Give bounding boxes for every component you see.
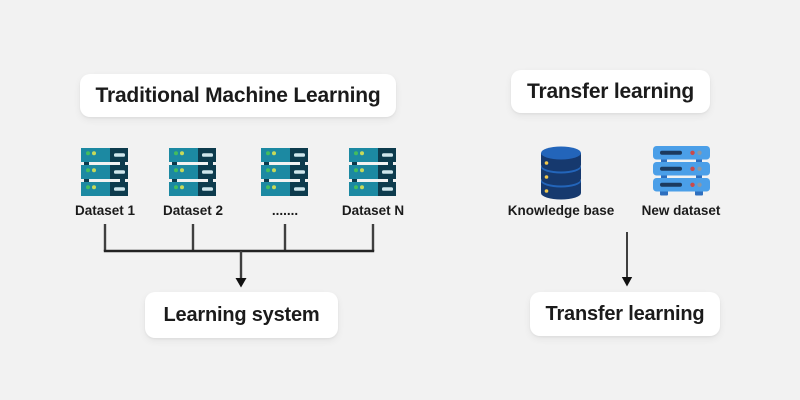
server-stack-icon xyxy=(261,148,308,196)
dataset-1-label: Dataset 1 xyxy=(74,203,136,218)
database-icon xyxy=(541,146,581,200)
server-icon xyxy=(653,146,710,196)
transfer-learning-box: Transfer learning xyxy=(530,292,720,336)
server-stack-icon xyxy=(349,148,396,196)
learning-system-box: Learning system xyxy=(145,292,338,338)
server-stack-icon xyxy=(81,148,128,196)
new-dataset-label: New dataset xyxy=(641,203,721,218)
left-arrowhead-icon xyxy=(235,278,247,288)
transfer-learning-title-label: Transfer learning xyxy=(527,79,694,103)
learning-system-label: Learning system xyxy=(163,303,320,326)
knowledge-base-label: Knowledge base xyxy=(507,203,615,218)
transfer-learning-output-label: Transfer learning xyxy=(545,302,705,325)
dataset-ellipsis-label: ....... xyxy=(271,203,299,218)
traditional-ml-title: Traditional Machine Learning xyxy=(80,74,396,117)
dataset-n-label: Dataset N xyxy=(341,203,405,218)
server-stack-icon xyxy=(169,148,216,196)
transfer-learning-title: Transfer learning xyxy=(511,70,710,113)
traditional-ml-title-label: Traditional Machine Learning xyxy=(95,83,381,107)
dataset-2-label: Dataset 2 xyxy=(162,203,224,218)
right-arrowhead-icon xyxy=(621,277,633,287)
